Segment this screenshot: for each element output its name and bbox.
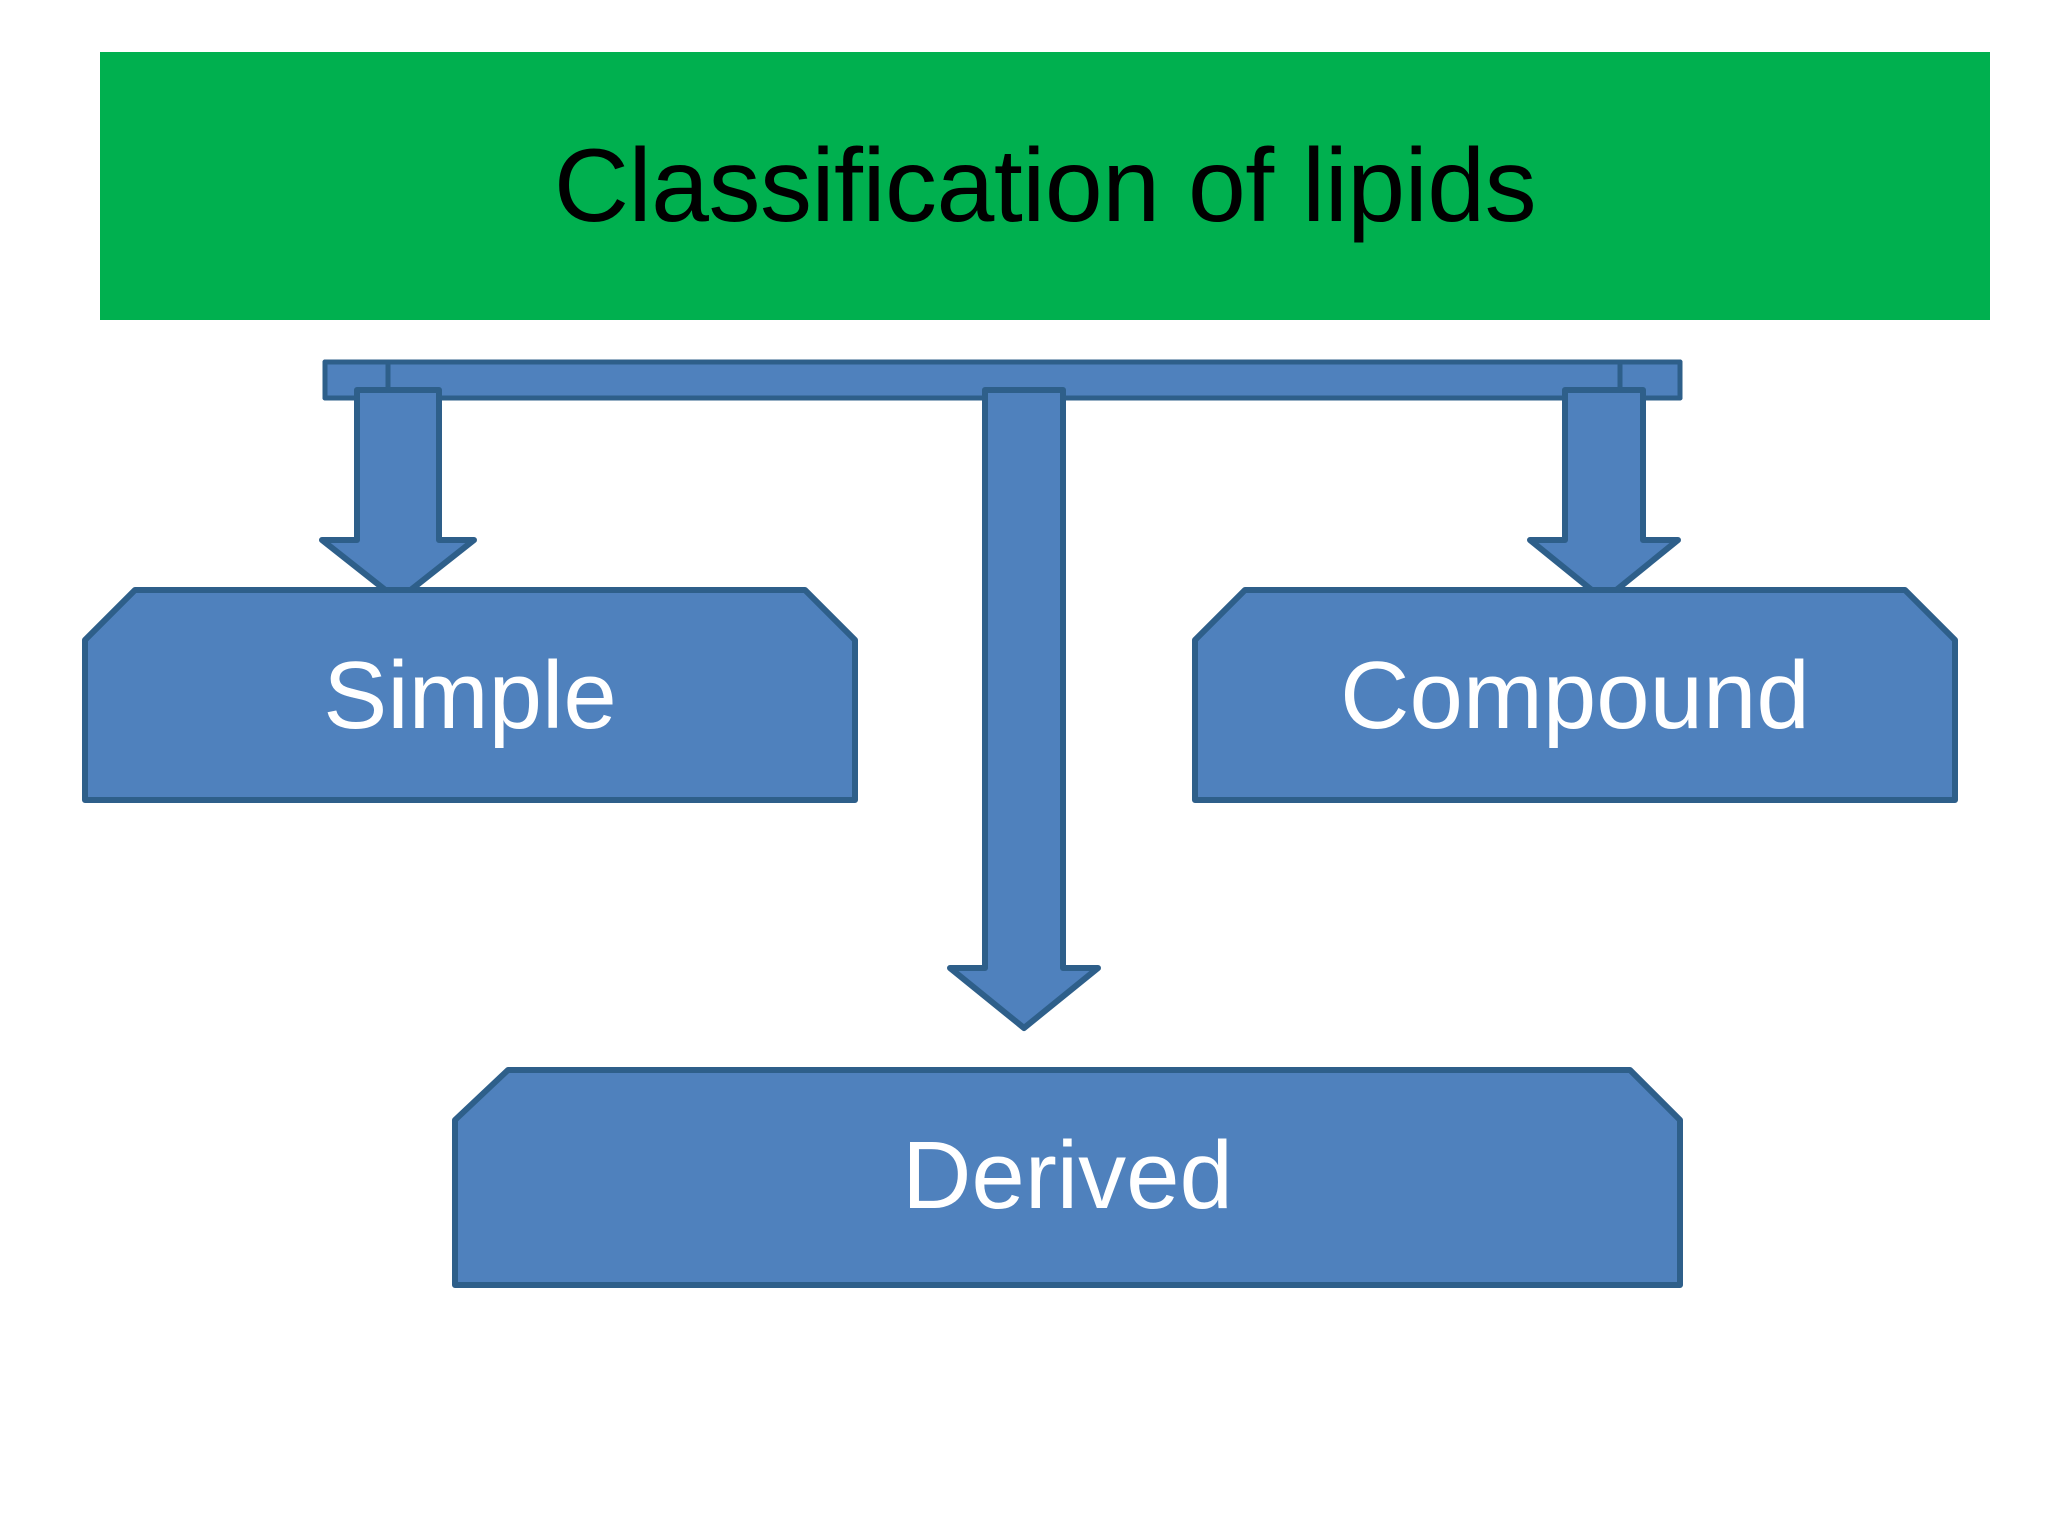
node-shape-compound[interactable] xyxy=(1192,587,1958,803)
node-shape-derived[interactable] xyxy=(452,1067,1683,1288)
node-label-simple[interactable]: Simple xyxy=(323,642,617,749)
header-banner: Classification of lipids xyxy=(100,52,1990,320)
arrow-to-derived xyxy=(947,387,1101,1031)
arrow-to-simple xyxy=(319,387,477,603)
node-shape-simple[interactable] xyxy=(82,587,858,803)
node-label-compound[interactable]: Compound xyxy=(1340,642,1810,749)
node-label-derived[interactable]: Derived xyxy=(902,1122,1233,1229)
page-title: Classification of lipids xyxy=(553,128,1537,244)
arrow-to-compound xyxy=(1527,387,1681,603)
connector-bar-group xyxy=(322,359,1683,401)
